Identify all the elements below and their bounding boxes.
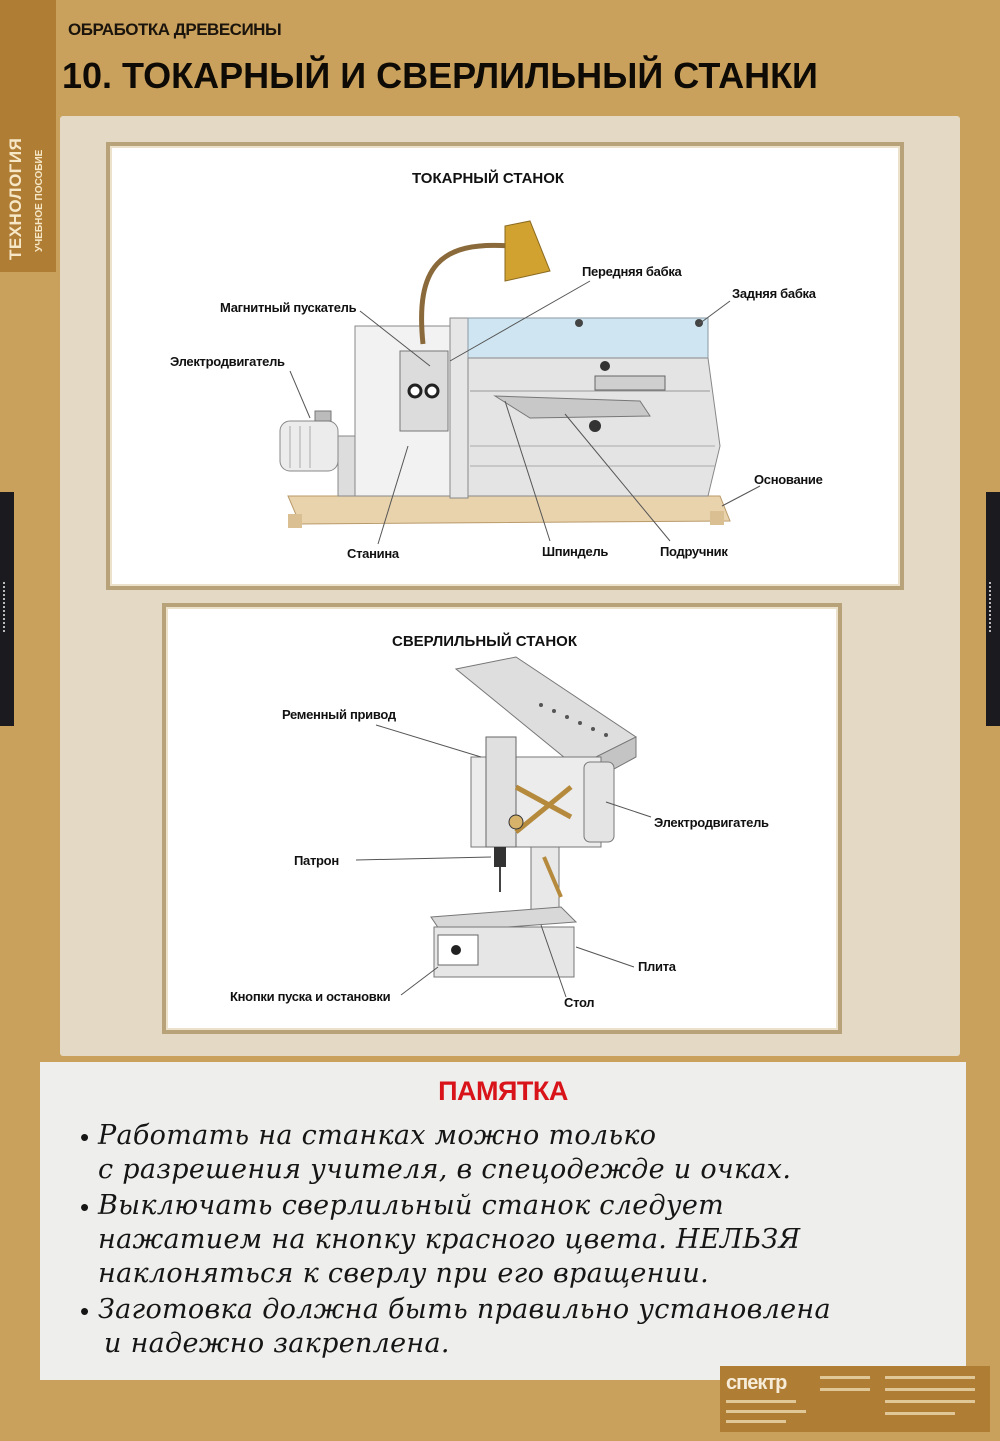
memo-line: и надежно закреплена. (104, 1328, 450, 1359)
memo-line: нажатием на кнопку красного цвета. НЕЛЬЗ… (98, 1224, 801, 1255)
publisher-footer: спектр (720, 1366, 990, 1432)
label-tailstock: Задняя бабка (732, 286, 816, 301)
side-tab-subject: ТЕХНОЛОГИЯ (6, 137, 25, 260)
lathe-title: ТОКАРНЫЙ СТАНОК (412, 170, 565, 187)
label-drill-motor: Электродвигатель (654, 815, 769, 830)
bullet-icon: • (80, 1122, 90, 1152)
drill-diagram: СВЕРЛИЛЬНЫЙ СТАНОК Ременный привод Элект… (162, 603, 842, 1034)
memo-line: с разрешения учителя, в спецодежде и очк… (98, 1154, 792, 1185)
label-buttons: Кнопки пуска и остановки (230, 989, 391, 1004)
label-plate: Плита (638, 959, 676, 974)
safety-memo: ПАМЯТКА • Работать на станках можно толь… (40, 1062, 966, 1380)
drill-title: СВЕРЛИЛЬНЫЙ СТАНОК (392, 633, 577, 650)
label-belt-drive: Ременный привод (282, 707, 396, 722)
side-tab-type: УЧЕБНОЕ ПОСОБИЕ (34, 149, 45, 252)
label-bed: Станина (347, 546, 399, 561)
memo-title: ПАМЯТКА (438, 1076, 568, 1106)
label-spindle: Шпиндель (542, 544, 609, 559)
left-edge-tab (0, 492, 14, 726)
memo-line: Работать на станках можно только (98, 1120, 657, 1151)
side-tab: ТЕХНОЛОГИЯ УЧЕБНОЕ ПОСОБИЕ (0, 0, 56, 272)
lathe-diagram: ТОКАРНЫЙ СТАНОК Передняя бабка Задняя ба… (106, 142, 904, 590)
bullet-icon: • (80, 1296, 90, 1326)
label-table: Стол (564, 995, 595, 1010)
drill-illustration (355, 656, 652, 998)
label-tool-rest: Подручник (660, 544, 728, 559)
bullet-icon: • (80, 1192, 90, 1222)
lathe-illustration (279, 220, 761, 545)
label-magnetic-starter: Магнитный пускатель (220, 300, 357, 315)
label-chuck: Патрон (294, 853, 339, 868)
label-lathe-motor: Электродвигатель (170, 354, 285, 369)
publisher-logo: спектр (726, 1372, 787, 1394)
section-subtitle: ОБРАБОТКА ДРЕВЕСИНЫ (68, 20, 282, 39)
label-base: Основание (754, 472, 823, 487)
memo-line: Выключать сверлильный станок следует (98, 1190, 725, 1221)
page-title: 10. ТОКАРНЫЙ И СВЕРЛИЛЬНЫЙ СТАНКИ (62, 55, 818, 96)
memo-line: Заготовка должна быть правильно установл… (98, 1294, 831, 1325)
memo-line: наклоняться к сверлу при его вращении. (98, 1258, 709, 1289)
right-edge-tab (986, 492, 1000, 726)
label-front-headstock: Передняя бабка (582, 264, 682, 279)
